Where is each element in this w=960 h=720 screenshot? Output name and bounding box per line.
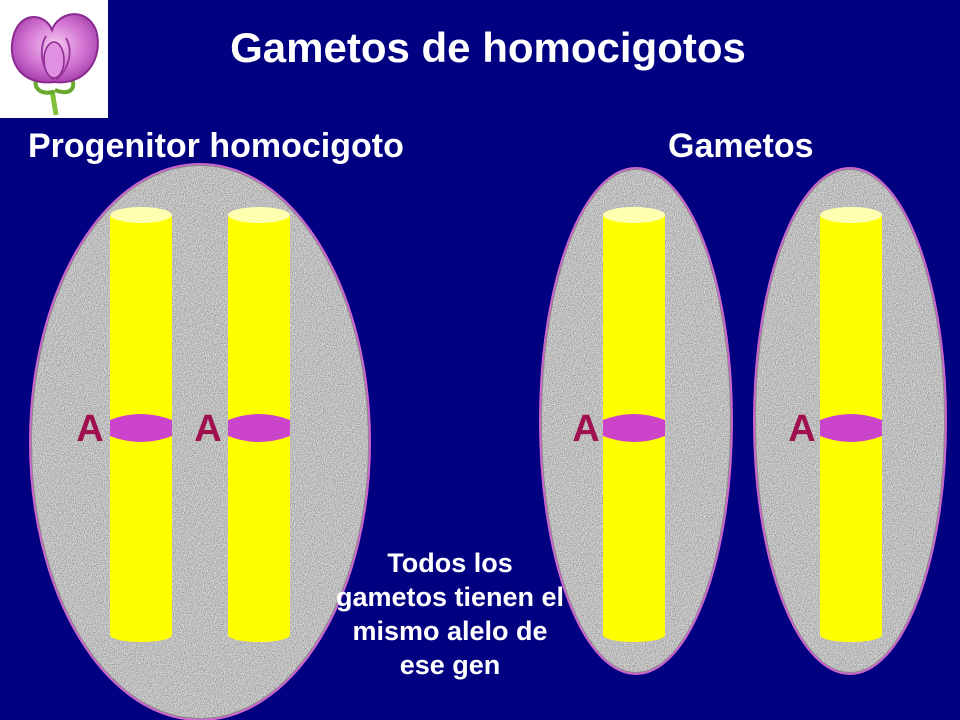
- allele-label-parent-1: A: [76, 408, 103, 450]
- allele-band: [110, 414, 172, 442]
- allele-band: [820, 414, 882, 442]
- allele-label-parent-2: A: [194, 408, 221, 450]
- allele-band: [228, 414, 290, 442]
- parent-chromosome-2: [228, 207, 290, 642]
- gametes-label: Gametos: [668, 127, 814, 165]
- parent-label: Progenitor homocigoto: [28, 127, 404, 165]
- allele-label-gamete-1: A: [572, 408, 599, 450]
- pea-flower-icon: [10, 13, 99, 116]
- title-panel: [108, 0, 960, 118]
- allele-band: [603, 414, 665, 442]
- logo-box: [0, 0, 108, 118]
- gamete-chromosome-2: [820, 207, 882, 642]
- explanation-note: Todos los gametos tienen el mismo alelo …: [335, 548, 565, 680]
- parent-chromosome-1: [110, 207, 172, 642]
- allele-label-gamete-2: A: [788, 408, 815, 450]
- slide-title: Gametos de homocigotos: [230, 24, 746, 71]
- gamete-chromosome-1: [603, 207, 665, 642]
